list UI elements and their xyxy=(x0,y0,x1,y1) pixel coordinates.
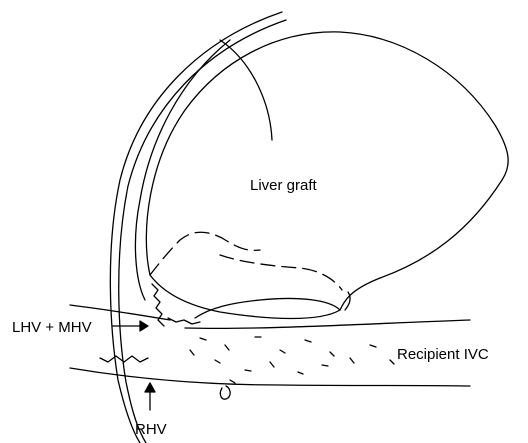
outer-boundary-lines xyxy=(110,12,286,443)
lhv-mhv-arrow xyxy=(112,321,148,331)
recipient-ivc-label: Recipient IVC xyxy=(397,347,489,362)
ivc-texture xyxy=(190,337,394,383)
liver-graft-outline xyxy=(146,32,508,319)
rhv-label: RHV xyxy=(135,422,167,437)
lhv-mhv-label: LHV + MHV xyxy=(12,320,92,335)
dashed-contour xyxy=(150,232,342,290)
liver-graft-label: Liver graft xyxy=(250,178,317,193)
ivc-lower-stump xyxy=(220,386,230,399)
recipient-ivc xyxy=(70,292,470,386)
rhv-arrow xyxy=(145,383,155,410)
rhv-suture xyxy=(100,356,148,362)
